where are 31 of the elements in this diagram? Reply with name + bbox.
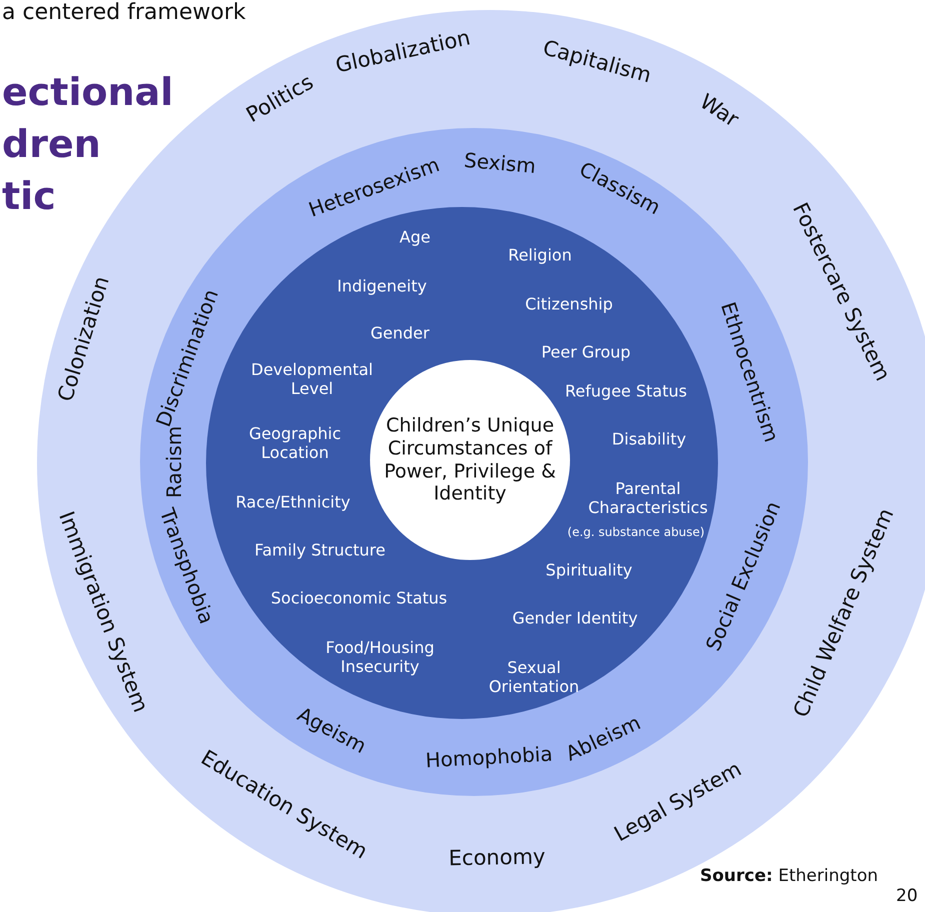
factor-label: Geographic Location bbox=[248, 424, 342, 462]
factor-label: Age bbox=[400, 227, 430, 247]
source-note: 20 bbox=[896, 886, 918, 906]
center-label: Children’s Unique Circumstances of Power, Privilege & Identity bbox=[384, 414, 556, 506]
factor-label: Developmental Level bbox=[250, 360, 374, 398]
title-text: tic bbox=[2, 174, 56, 218]
factor-label: Citizenship bbox=[525, 294, 613, 314]
factor-label: Disability bbox=[612, 429, 686, 449]
factor-label: Gender bbox=[370, 323, 430, 343]
factor-label: Gender Identity bbox=[512, 608, 638, 628]
title-text: dren bbox=[2, 122, 101, 166]
factor-label: Race/Ethnicity bbox=[236, 492, 350, 512]
factor-label: Indigeneity bbox=[337, 276, 427, 296]
source-note: Source: Etherington bbox=[700, 866, 878, 886]
factor-label: Socioeconomic Status bbox=[270, 588, 448, 608]
factor-label: (e.g. substance abuse) bbox=[567, 524, 705, 540]
factor-label: Sexual Orientation bbox=[488, 658, 580, 696]
factor-label: Spirituality bbox=[546, 560, 632, 580]
factor-label: Refugee Status bbox=[565, 381, 687, 401]
factor-label: Parental Characteristics bbox=[587, 478, 709, 518]
factor-label: Religion bbox=[508, 245, 572, 265]
middle-ring-label: Racism bbox=[162, 426, 186, 498]
factor-label: Family Structure bbox=[254, 540, 386, 560]
outer-ring-label: Economy bbox=[448, 844, 546, 872]
factor-label: Peer Group bbox=[541, 342, 631, 362]
middle-ring-label: Sexism bbox=[463, 148, 538, 178]
subtitle-text: a centered framework bbox=[2, 0, 246, 25]
title-text: ectional bbox=[2, 70, 174, 114]
factor-label: Food/Housing Insecurity bbox=[324, 638, 436, 676]
middle-ring-label: Homophobia bbox=[425, 741, 554, 772]
outer-ring-label: War bbox=[694, 89, 743, 132]
